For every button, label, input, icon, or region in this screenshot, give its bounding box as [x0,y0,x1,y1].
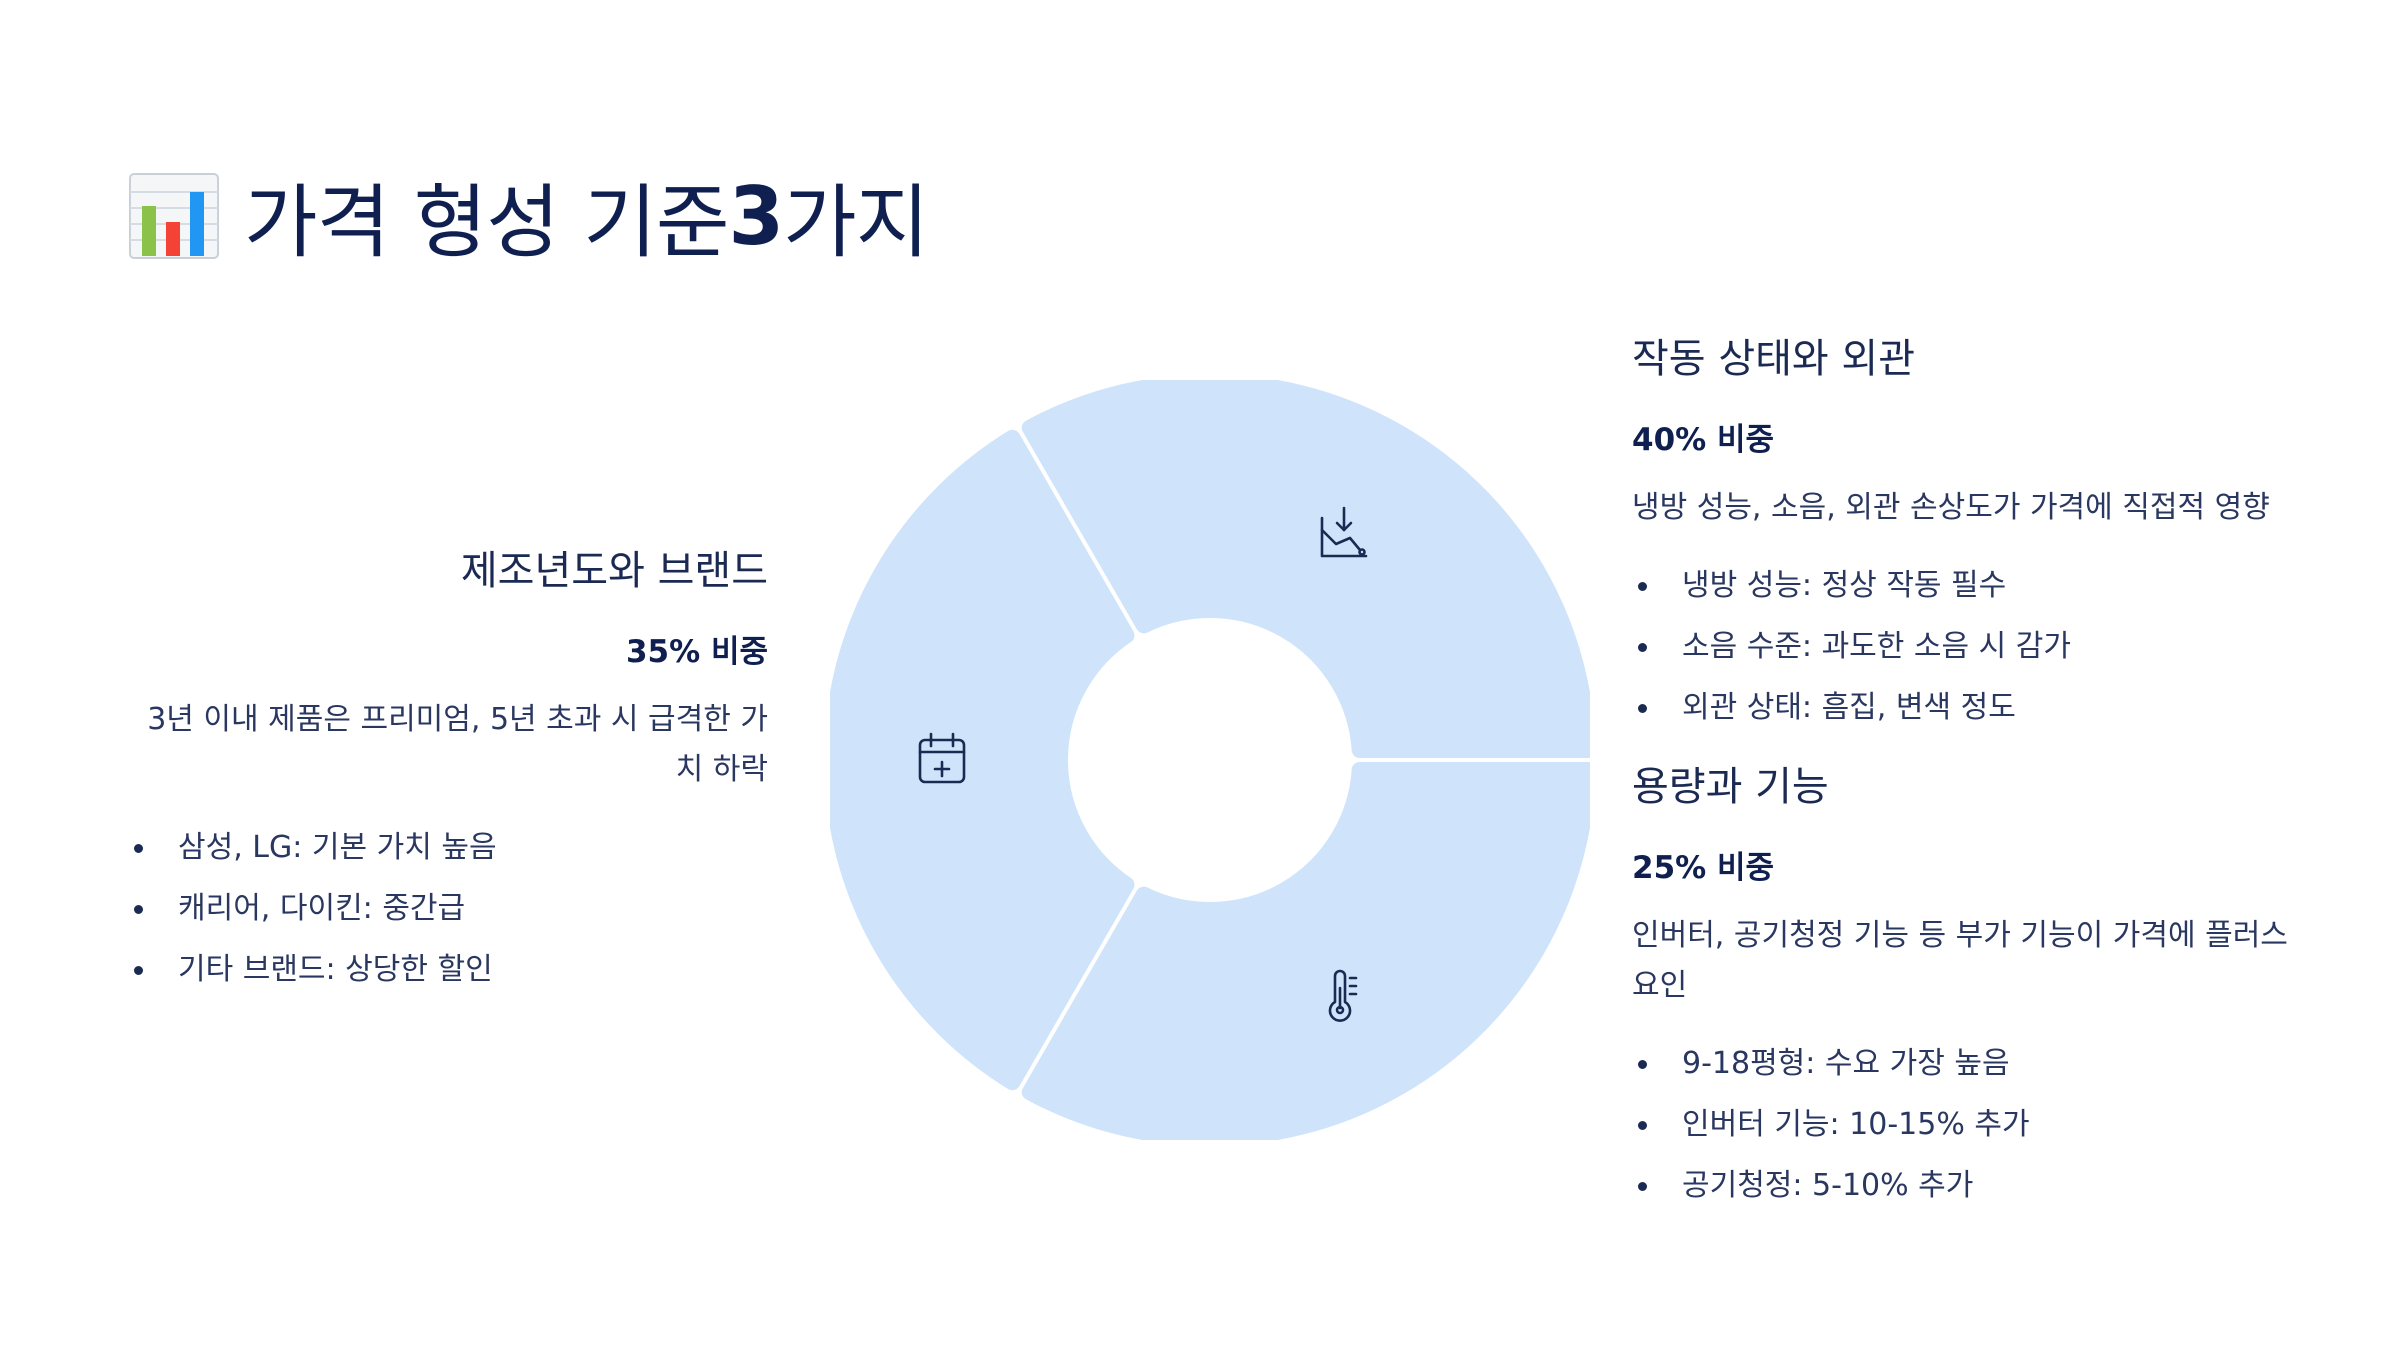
bullet-item: 인버터 기능: 10-15% 추가 [1632,1094,2292,1155]
bar-chart-emoji-icon [129,173,219,259]
bullet-item: 냉방 성능: 정상 작동 필수 [1632,555,2312,616]
panel-weight: 25% 비중 [1632,850,1775,886]
bullet-item: 기타 브랜드: 상당한 할인 [128,939,768,1000]
panel-heading: 작동 상태와 외관 [1632,336,1916,382]
panel-description: 인버터, 공기청정 기능 등 부가 기능이 가격에 플러스 요인 [1632,918,2288,1003]
panel-weight: 40% 비중 [1632,422,1775,458]
panel-year-brand: 제조년도와 브랜드 35% 비중 3년 이내 제품은 프리미엄, 5년 초과 시… [128,538,768,1000]
bullet-item: 삼성, LG: 기본 가치 높음 [128,817,768,878]
donut-segment-condition [1021,380,1590,759]
title-suffix: 가지 [783,176,929,269]
chart-down-icon [1320,506,1368,558]
segment-donut [830,380,1590,1140]
bullet-item: 공기청정: 5-10% 추가 [1632,1155,2292,1216]
donut-segment-year-brand [830,429,1135,1091]
bullet-item: 9-18평형: 수요 가장 높음 [1632,1033,2292,1094]
donut-segment-capacity [1021,761,1590,1140]
panel-weight: 35% 비중 [625,634,768,670]
bullet-list: 9-18평형: 수요 가장 높음 인버터 기능: 10-15% 추가 공기청정:… [1632,1033,2292,1216]
panel-description: 냉방 성능, 소음, 외관 손상도가 가격에 직접적 영향 [1632,490,2270,525]
calendar-plus-icon [918,732,966,784]
bullet-item: 캐리어, 다이킨: 중간급 [128,878,768,939]
bullet-item: 외관 상태: 흠집, 변색 정도 [1632,677,2312,738]
donut-segments [830,380,1590,1140]
bullet-list: 냉방 성능: 정상 작동 필수 소음 수준: 과도한 소음 시 감가 외관 상태… [1632,555,2312,738]
thermometer-icon [1328,969,1358,1022]
title-number: 3 [728,169,784,263]
panel-capacity: 용량과 기능 25% 비중 인버터, 공기청정 기능 등 부가 기능이 가격에 … [1632,754,2292,1216]
title-prefix: 가격 형성 기준 [244,176,729,269]
panel-condition: 작동 상태와 외관 40% 비중 냉방 성능, 소음, 외관 손상도가 가격에 … [1632,326,2312,738]
panel-description: 3년 이내 제품은 프리미엄, 5년 초과 시 급격한 가치 하락 [147,702,768,787]
panel-heading: 용량과 기능 [1632,764,1829,810]
bullet-list: 삼성, LG: 기본 가치 높음 캐리어, 다이킨: 중간급 기타 브랜드: 상… [128,817,768,1000]
panel-heading: 제조년도와 브랜드 [460,548,768,594]
bullet-item: 소음 수준: 과도한 소음 시 감가 [1632,616,2312,677]
